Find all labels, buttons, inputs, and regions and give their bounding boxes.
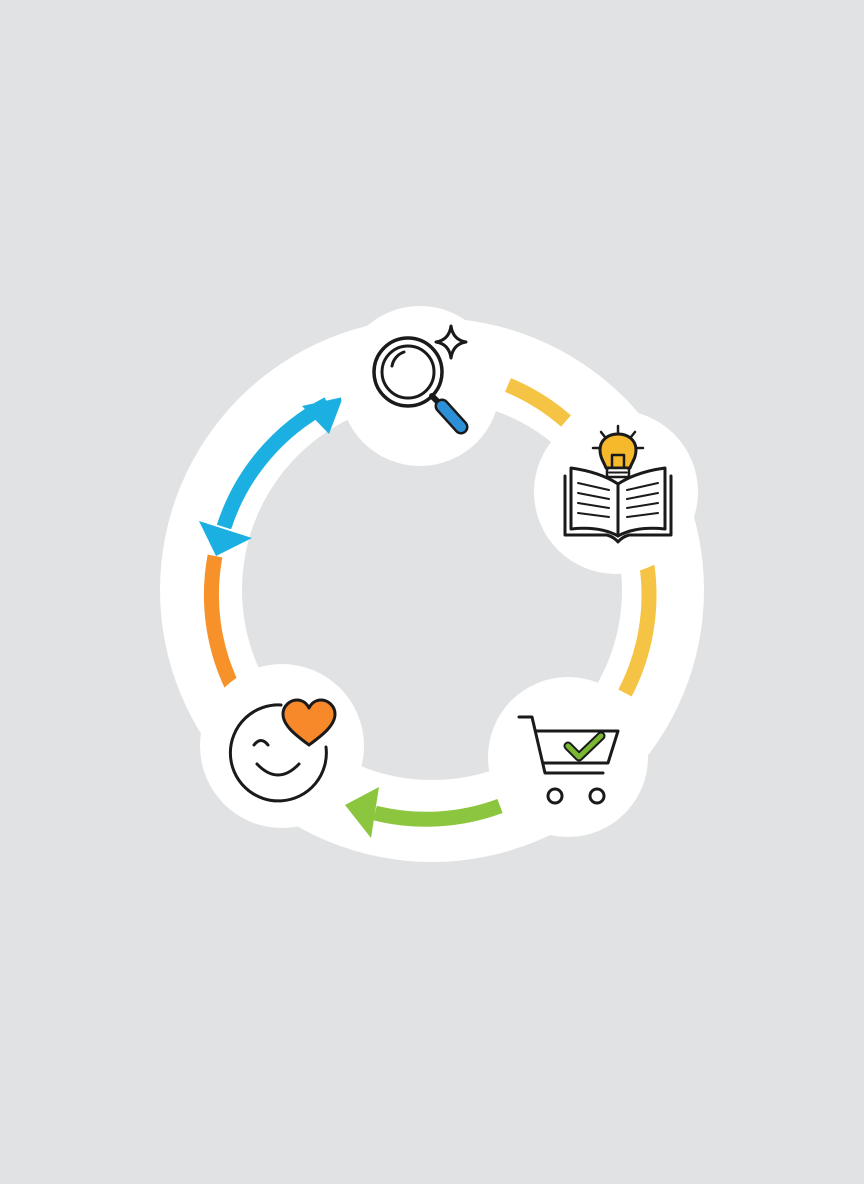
cart-handle [517, 715, 605, 775]
stage-node-purchase [488, 677, 648, 837]
book-right-page [616, 466, 667, 538]
connector-learn-to-purchase [618, 564, 657, 697]
shopping-cart-checkmark-icon [517, 715, 620, 805]
magnifier-glint [390, 350, 406, 368]
magnifying-glass-sparkle-icon [372, 324, 469, 435]
checkmark-fill [565, 733, 604, 760]
smiley-wink-eye [252, 739, 270, 747]
cart-basket [534, 729, 620, 765]
arrowheads [199, 397, 379, 838]
smiley-mouth [255, 762, 301, 777]
book-text-lines [577, 482, 659, 518]
magnifier-handle-fill [437, 401, 466, 432]
magnifier-lens-outer [372, 336, 444, 408]
arrowhead-to-satisfaction [345, 787, 379, 838]
lightbulb-rays [591, 424, 645, 450]
open-book-lightbulb-icon [563, 424, 673, 544]
lightbulb-glass [598, 432, 638, 470]
connector-purchase-to-satisfaction [373, 798, 503, 827]
lightbulb-filament [610, 453, 626, 470]
arrowhead-to-discover [302, 397, 343, 434]
stage-node-satisfaction [200, 664, 364, 828]
magnifier-lens-inner [380, 344, 436, 400]
cart-wheel-right [588, 787, 606, 805]
cart-wheel-left [546, 787, 564, 805]
heart-icon [281, 698, 337, 747]
connector-discover-to-learn [504, 378, 571, 427]
smiley-face-outline [228, 703, 328, 803]
book-outer-cover [563, 474, 673, 544]
sparkle-icon [434, 324, 468, 360]
book-left-page [569, 466, 620, 538]
arrowhead-to-satisfaction-side [199, 521, 252, 556]
connector-satisfaction-lower-segment [203, 554, 239, 690]
smiley-heart-icon [228, 698, 337, 803]
ring-panel-inner [242, 400, 622, 780]
